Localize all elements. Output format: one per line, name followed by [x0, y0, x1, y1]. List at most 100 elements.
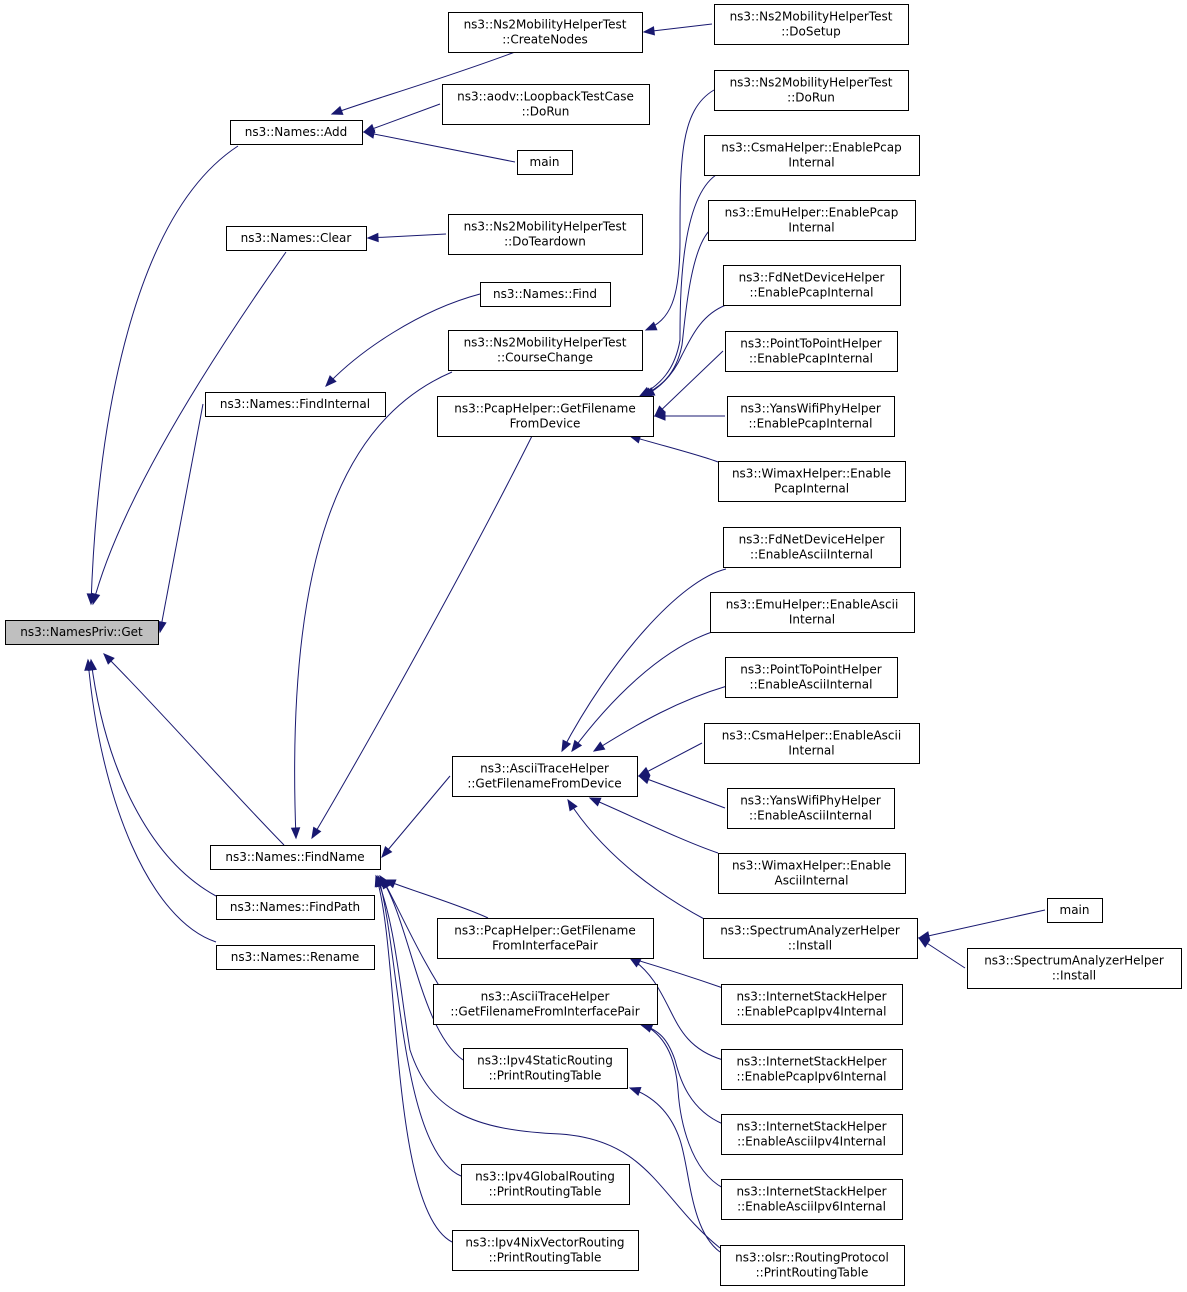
node-box [226, 226, 367, 251]
node-box [216, 945, 375, 970]
node-box [714, 70, 909, 111]
edge-line [639, 1023, 724, 1125]
node-label: ::EnablePcapInternal [749, 286, 873, 300]
edge-add-calls-get [86, 145, 239, 606]
edge-line [159, 403, 204, 633]
node-findinternal[interactable]: ns3::Names::FindInternal [205, 392, 386, 417]
node-ipv4static[interactable]: ns3::Ipv4StaticRouting::PrintRoutingTabl… [463, 1048, 628, 1089]
node-clear[interactable]: ns3::Names::Clear [226, 226, 367, 251]
arrowhead-icon [653, 411, 666, 421]
node-wimaxpcap[interactable]: ns3::WimaxHelper::EnablePcapInternal [718, 461, 906, 502]
node-box [721, 1179, 903, 1220]
edge-wimaxpcap-calls-pcapdev [628, 434, 719, 463]
arrowhead-icon [311, 826, 322, 840]
edge-line [638, 775, 726, 809]
node-label: ns3::Ns2MobilityHelperTest [464, 18, 627, 32]
edge-line [640, 229, 711, 397]
edge-line [103, 653, 285, 846]
edge-aodvrun-calls-add [362, 103, 441, 133]
node-isascii4[interactable]: ns3::InternetStackHelper::EnableAsciiIpv… [721, 1114, 903, 1155]
node-label: FromInterfacePair [492, 939, 598, 953]
node-emuascii[interactable]: ns3::EmuHelper::EnableAsciiInternal [710, 592, 915, 633]
node-asciipair[interactable]: ns3::AsciiTraceHelper::GetFilenameFromIn… [433, 984, 658, 1025]
node-box [723, 527, 901, 568]
node-emupcap[interactable]: ns3::EmuHelper::EnablePcapInternal [708, 200, 916, 241]
node-label: ns3::AsciiTraceHelper [480, 762, 609, 776]
node-label: ns3::InternetStackHelper [736, 1055, 886, 1069]
node-get[interactable]: ns3::NamesPriv::Get [5, 620, 159, 645]
edge-line [645, 89, 715, 331]
edge-line [367, 233, 447, 239]
node-spectrum2[interactable]: ns3::SpectrumAnalyzerHelper::Install [967, 948, 1182, 989]
node-csmaascii[interactable]: ns3::CsmaHelper::EnableAsciiInternal [704, 723, 920, 764]
edge-yansascii-calls-asciidev [637, 775, 726, 809]
node-add[interactable]: ns3::Names::Add [230, 120, 363, 145]
edge-line [629, 435, 719, 463]
node-main2[interactable]: main [1047, 898, 1103, 923]
graph-edges [84, 23, 1046, 1253]
node-label: ns3::Ns2MobilityHelperTest [464, 220, 627, 234]
arrowhead-icon [91, 592, 101, 606]
edge-line [375, 875, 721, 1249]
node-ns2setup[interactable]: ns3::Ns2MobilityHelperTest::DoSetup [714, 4, 909, 45]
node-box [720, 1245, 905, 1286]
arrowhead-icon [567, 798, 578, 812]
node-box [704, 135, 920, 176]
node-label: ::PrintRoutingTable [489, 1069, 602, 1083]
node-p2pascii[interactable]: ns3::PointToPointHelper::EnableAsciiInte… [725, 657, 898, 698]
node-label: ns3::FdNetDeviceHelper [739, 271, 885, 285]
node-label: ::GetFilenameFromInterfacePair [450, 1005, 639, 1019]
node-find[interactable]: ns3::Names::Find [480, 282, 611, 307]
node-spectrum1[interactable]: ns3::SpectrumAnalyzerHelper::Install [703, 918, 918, 959]
node-olsr[interactable]: ns3::olsr::RoutingProtocol::PrintRouting… [720, 1245, 905, 1286]
edge-p2pascii-calls-asciidev [592, 685, 728, 752]
node-pcappair[interactable]: ns3::PcapHelper::GetFilenameFromInterfac… [437, 918, 654, 959]
arrowhead-icon [84, 658, 94, 671]
node-csmapcap[interactable]: ns3::CsmaHelper::EnablePcapInternal [704, 135, 920, 176]
node-ispcap6[interactable]: ns3::InternetStackHelper::EnablePcapIpv6… [721, 1049, 903, 1090]
node-label: ::EnableAsciiInternal [750, 548, 873, 562]
edge-line [643, 23, 713, 33]
node-ns2course[interactable]: ns3::Ns2MobilityHelperTest::CourseChange [448, 330, 643, 371]
node-ispcap4[interactable]: ns3::InternetStackHelper::EnablePcapIpv4… [721, 984, 903, 1025]
node-p2ppcap[interactable]: ns3::PointToPointHelper::EnablePcapInter… [725, 331, 898, 372]
node-isascii6[interactable]: ns3::InternetStackHelper::EnableAsciiIpv… [721, 1179, 903, 1220]
node-wimaxascii[interactable]: ns3::WimaxHelper::EnableAsciiInternal [718, 853, 906, 894]
node-asciidev[interactable]: ns3::AsciiTraceHelper::GetFilenameFromDe… [452, 756, 638, 797]
node-label: Internal [788, 156, 834, 170]
node-main1[interactable]: main [517, 150, 573, 175]
edge-wimaxascii-calls-asciidev [588, 797, 719, 854]
node-fdascii[interactable]: ns3::FdNetDeviceHelper::EnableAsciiInter… [723, 527, 901, 568]
node-ipv4nix[interactable]: ns3::Ipv4NixVectorRouting::PrintRoutingT… [452, 1230, 639, 1271]
node-label: ns3::InternetStackHelper [736, 1185, 886, 1199]
arrowhead-icon [628, 957, 642, 968]
node-ipv4global[interactable]: ns3::Ipv4GlobalRouting::PrintRoutingTabl… [461, 1164, 630, 1205]
node-pcapdev[interactable]: ns3::PcapHelper::GetFilenameFromDevice [437, 396, 654, 437]
node-label: ns3::Names::FindInternal [220, 397, 370, 411]
node-ns2create[interactable]: ns3::Ns2MobilityHelperTest::CreateNodes [448, 12, 643, 53]
node-label: ::CreateNodes [502, 33, 588, 47]
edge-ns2setup-calls-ns2create [642, 23, 713, 36]
node-yanspcap[interactable]: ns3::YansWifiPhyHelper::EnablePcapIntern… [727, 396, 895, 437]
edge-rename-calls-get [84, 658, 217, 943]
node-fdpcap[interactable]: ns3::FdNetDeviceHelper::EnablePcapIntern… [723, 265, 901, 306]
edge-line [639, 174, 717, 397]
node-aodvrun[interactable]: ns3::aodv::LoopbackTestCase::DoRun [442, 84, 650, 125]
node-label: ns3::YansWifiPhyHelper [740, 402, 881, 416]
edge-ispcap4-calls-pcappair [628, 956, 724, 989]
arrowhead-icon [375, 874, 385, 888]
node-rename[interactable]: ns3::Names::Rename [216, 945, 375, 970]
edge-line [629, 957, 724, 989]
node-findname[interactable]: ns3::Names::FindName [210, 845, 381, 870]
node-findpath[interactable]: ns3::Names::FindPath [216, 895, 375, 920]
edge-line [325, 293, 481, 387]
edge-line [377, 875, 462, 1177]
edge-line [629, 1087, 721, 1253]
node-ns2run[interactable]: ns3::Ns2MobilityHelperTest::DoRun [714, 70, 909, 111]
edge-line [571, 631, 713, 752]
edge-line [311, 435, 533, 839]
node-ns2teardown[interactable]: ns3::Ns2MobilityHelperTest::DoTeardown [448, 214, 643, 255]
edge-line [381, 775, 451, 858]
node-box [452, 756, 638, 797]
node-yansascii[interactable]: ns3::YansWifiPhyHelper::EnableAsciiInter… [727, 788, 895, 829]
